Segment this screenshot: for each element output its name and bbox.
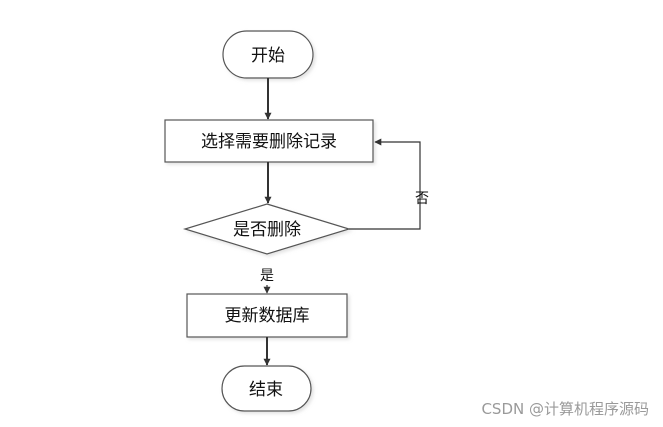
yes-label: 是 (260, 268, 274, 284)
arrow-no-loop (349, 138, 421, 230)
select-record-label: 选择需要删除记录 (201, 132, 337, 152)
decision-label: 是否删除 (233, 220, 301, 240)
start-node: 开始 (222, 30, 314, 79)
decision-node: 是否删除 (182, 203, 352, 255)
start-label: 开始 (251, 46, 285, 66)
update-db-label: 更新数据库 (225, 306, 310, 326)
no-label: 否 (415, 191, 429, 207)
select-record-node: 选择需要删除记录 (164, 119, 374, 163)
watermark-text: CSDN @计算机程序源码 (481, 400, 649, 418)
update-db-node: 更新数据库 (186, 293, 348, 338)
end-label: 结束 (249, 380, 283, 400)
end-node: 结束 (221, 365, 312, 412)
